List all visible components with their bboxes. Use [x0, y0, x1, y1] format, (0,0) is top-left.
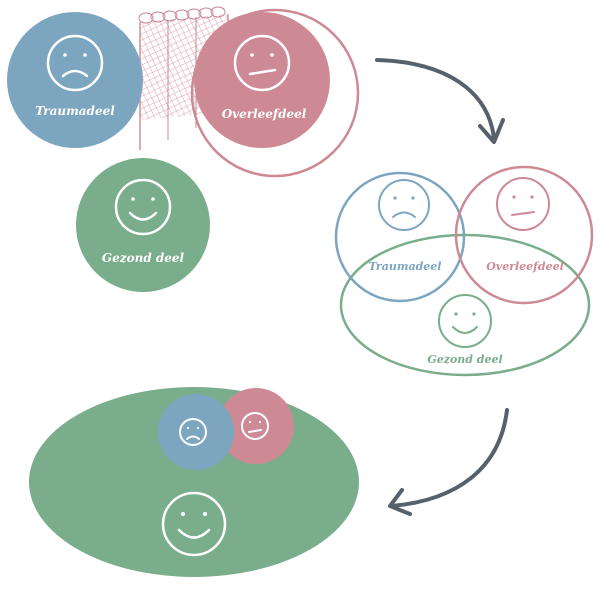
curved-arrow-left-icon [388, 408, 509, 516]
trauma-outline [334, 171, 466, 303]
stage-3 [29, 387, 359, 577]
stage-1: Traumadeel Overleefdeel Gezond deel [7, 6, 360, 292]
neutral-face-icon [233, 34, 291, 92]
survival-outline [454, 165, 594, 305]
trauma-small-circle [158, 394, 234, 470]
trauma-label: Traumadeel [35, 104, 115, 118]
healthy-label: Gezond deel [102, 251, 185, 265]
happy-face-icon [438, 294, 492, 348]
happy-face-icon [114, 178, 172, 236]
trauma-label: Traumadeel [369, 260, 442, 273]
stage-2: Traumadeel Overleefdeel Gezond deel [334, 165, 594, 377]
neutral-face-icon [241, 412, 269, 440]
sad-face-icon [46, 34, 104, 92]
healthy-label: Gezond deel [427, 353, 502, 366]
survival-label: Overleefdeel [222, 107, 307, 121]
sad-face-icon [179, 418, 207, 446]
happy-face-icon [161, 491, 227, 557]
neutral-face-icon [496, 177, 550, 231]
trauma-part-circle: Traumadeel [7, 12, 143, 148]
healthy-part-circle: Gezond deel [76, 158, 210, 292]
survival-label: Overleefdeel [486, 260, 564, 273]
curved-arrow-down-icon [375, 58, 505, 144]
survival-part-circle: Overleefdeel [190, 8, 360, 178]
sad-face-icon [378, 179, 430, 231]
survival-small-circle [218, 388, 294, 464]
